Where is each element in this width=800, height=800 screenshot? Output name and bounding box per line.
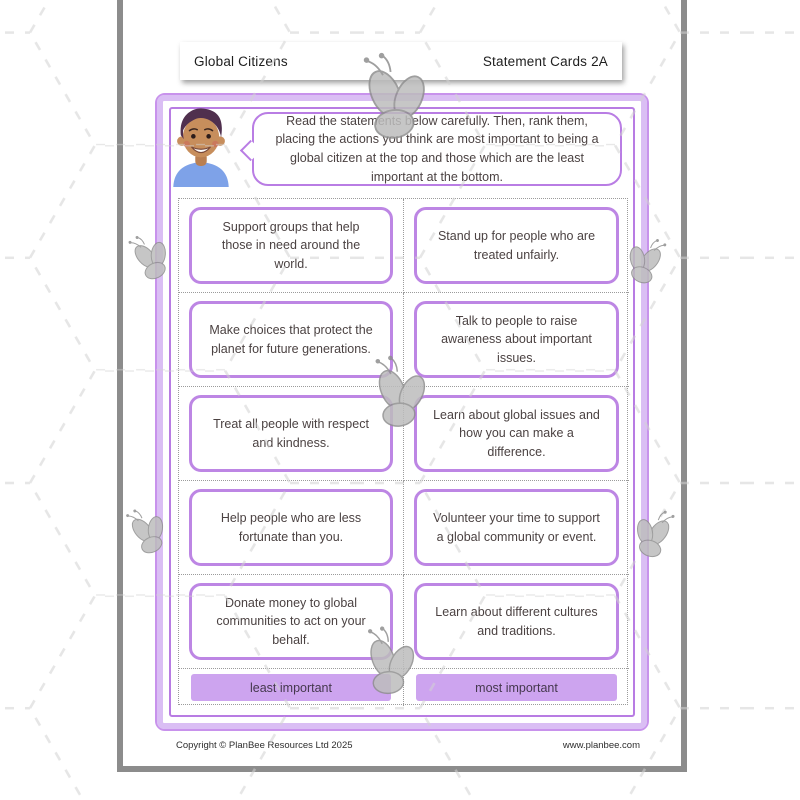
card-cell: Learn about global issues and how you ca… [404, 387, 629, 481]
card-cell: Volunteer your time to support a global … [404, 481, 629, 575]
statement-card-text: Make choices that protect the planet for… [209, 323, 373, 356]
statement-card-text: Talk to people to raise awareness about … [441, 314, 592, 365]
slide-border-right [681, 0, 687, 772]
copyright-text: Copyright © PlanBee Resources Ltd 2025 [176, 740, 353, 751]
card-cell: Stand up for people who are treated unfa… [404, 199, 629, 293]
lesson-title: Global Citizens [194, 53, 288, 69]
most-important-label: most important [416, 674, 617, 701]
slide-border-left [117, 0, 123, 772]
statement-card-grid: Support groups that help those in need a… [178, 198, 629, 706]
sheet-title: Statement Cards 2A [482, 53, 608, 69]
card-cell: Support groups that help those in need a… [179, 199, 404, 293]
header-bar: Global Citizens Statement Cards 2A [180, 42, 622, 80]
statement-card-text: Support groups that help those in need a… [221, 220, 361, 271]
boy-avatar [173, 108, 229, 187]
footer: Copyright © PlanBee Resources Ltd 2025 w… [123, 740, 681, 751]
rank-label-cell: least important [179, 669, 404, 706]
statement-card: Make choices that protect the planet for… [189, 301, 393, 378]
rank-label-cell: most important [404, 669, 629, 706]
statement-card: Learn about different cultures and tradi… [414, 583, 619, 660]
card-cell: Help people who are less fortunate than … [179, 481, 404, 575]
statement-card-text: Volunteer your time to support a global … [433, 511, 600, 544]
statement-card: Stand up for people who are treated unfa… [414, 207, 619, 284]
instructions-text: Read the statements below carefully. The… [275, 113, 599, 184]
statement-card-text: Treat all people with respect and kindne… [213, 417, 369, 450]
statement-card: Support groups that help those in need a… [189, 207, 393, 284]
card-cell: Treat all people with respect and kindne… [179, 387, 404, 481]
statement-card-text: Stand up for people who are treated unfa… [437, 229, 596, 262]
statement-card: Donate money to global communities to ac… [189, 583, 393, 660]
statement-card: Treat all people with respect and kindne… [189, 395, 393, 472]
card-cell: Learn about different cultures and tradi… [404, 575, 629, 669]
statement-card: Talk to people to raise awareness about … [414, 301, 619, 378]
statement-card-text: Donate money to global communities to ac… [216, 596, 366, 647]
card-cell: Talk to people to raise awareness about … [404, 293, 629, 387]
card-cell: Donate money to global communities to ac… [179, 575, 404, 669]
statement-card: Volunteer your time to support a global … [414, 489, 619, 566]
least-important-label: least important [191, 674, 391, 701]
website-text: www.planbee.com [562, 740, 640, 751]
statement-card-text: Learn about different cultures and tradi… [435, 605, 598, 638]
statement-card-text: Help people who are less fortunate than … [220, 511, 362, 544]
statement-card: Learn about global issues and how you ca… [414, 395, 619, 472]
statement-card-text: Learn about global issues and how you ca… [433, 408, 600, 459]
statement-card: Help people who are less fortunate than … [189, 489, 393, 566]
instructions-speech-bubble: Read the statements below carefully. The… [252, 112, 622, 186]
card-cell: Make choices that protect the planet for… [179, 293, 404, 387]
slide-border-bottom [117, 766, 687, 772]
